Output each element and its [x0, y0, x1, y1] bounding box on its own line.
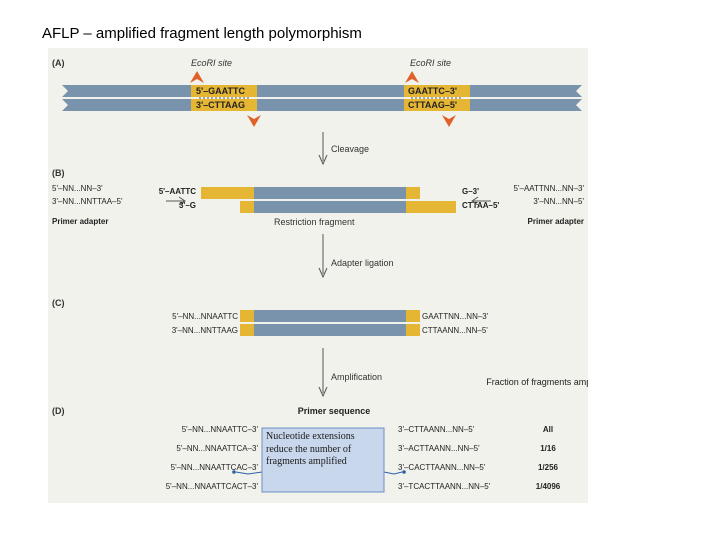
dna-bottom-strand — [62, 99, 582, 111]
ligated-top-right-seq: GAATTNN...NN–3' — [422, 312, 489, 321]
site-1-top-seq: 5'–GAATTC — [196, 86, 245, 96]
primer-left-row: 5'–NN...NNAATTCAC–3' — [171, 463, 259, 472]
restriction-fragment-caption: Restriction fragment — [274, 217, 355, 227]
primer-left-rows: 5'–NN...NNAATTC–3' 5'–NN...NNAATTCA–3' 5… — [166, 425, 259, 491]
slide-title: AFLP – amplified fragment length polymor… — [42, 25, 362, 42]
fraction-value: All — [543, 425, 553, 434]
primer-sequence-heading: Primer sequence — [298, 406, 371, 416]
fragment-bottom-left-seq: 3'–G — [179, 201, 196, 210]
right-adapter-bottom: 3'–NN...NN–5' — [533, 197, 584, 206]
site-1-bottom-seq: 3'–CTTAAG — [196, 100, 245, 110]
panel-a-label: (A) — [52, 58, 65, 68]
primer-right-row: 3'–CACTTAANN...NN–5' — [398, 463, 486, 472]
step-arrow-amplification — [318, 348, 328, 398]
dna-top-strand — [62, 85, 582, 97]
left-adapter-caption: Primer adapter — [52, 217, 108, 226]
restriction-fragment — [201, 187, 456, 213]
ligated-bottom-left-seq: 3'–NN...NNTTAAG — [172, 326, 238, 335]
primer-left-row: 5'–NN...NNAATTCACT–3' — [166, 482, 259, 491]
note-leader-right — [383, 471, 403, 475]
fragment-top-right-seq: G–3' — [462, 187, 479, 196]
nucleotide-extension-note: Nucleotide extensions reduce the number … — [232, 427, 406, 493]
fragment-sticky-end-right — [406, 201, 456, 213]
panel-d-label: (D) — [52, 406, 65, 416]
step-arrow-ligation — [318, 234, 328, 279]
site-1-bottom — [191, 99, 257, 111]
left-adapter-bottom: 3'–NN...NNTTAA–5' — [52, 197, 123, 206]
ligated-bottom-right-seq: CTTAANN...NN–5' — [422, 326, 488, 335]
note-box — [261, 427, 385, 493]
fragment-top-left-seq: 5'–AATTC — [159, 187, 197, 196]
cut-arrows — [190, 71, 456, 127]
fragment-bottom-right-seq: CTTAA–5' — [462, 201, 499, 210]
cut-arrow-icon — [190, 71, 204, 83]
down-arrow-icon — [318, 386, 328, 398]
note-leader-left — [235, 471, 263, 475]
step-arrow-cleavage — [318, 132, 328, 166]
fraction-value: 1/4096 — [536, 482, 561, 491]
primer-right-row: 3'–CTTAANN...NN–5' — [398, 425, 475, 434]
panel-a-dna — [62, 85, 582, 111]
panel-c-label: (C) — [52, 298, 65, 308]
step-cleavage-label: Cleavage — [331, 144, 369, 154]
primer-right-rows: 3'–CTTAANN...NN–5' 3'–ACTTAANN...NN–5' 3… — [398, 425, 491, 491]
note-text: Nucleotide extensions reduce the number … — [266, 431, 355, 467]
left-adapter-top: 5'–NN...NN–3' — [52, 184, 103, 193]
ecori-site-2-label: EcoRI site — [410, 58, 451, 68]
right-arrow-icon — [166, 196, 186, 206]
fragment-top-strand — [254, 187, 406, 199]
primer-left-row: 5'–NN...NNAATTC–3' — [182, 425, 259, 434]
down-arrow-icon — [318, 154, 328, 166]
primer-right-row: 3'–TCACTTAANN...NN–5' — [398, 482, 491, 491]
fraction-value: 1/16 — [540, 444, 556, 453]
aflp-diagram: (A) EcoRI site EcoRI site 5'–GAATTC 3'–C… — [52, 58, 588, 493]
ligated-fragment — [240, 310, 420, 336]
primer-right-row: 3'–ACTTAANN...NN–5' — [398, 444, 480, 453]
fragment-bottom-strand — [254, 201, 406, 213]
right-adapter-top: 5'–AATTNN...NN–3' — [514, 184, 585, 193]
ligated-top-left-seq: 5'–NN...NNAATTC — [172, 312, 238, 321]
cut-arrow-icon — [405, 71, 419, 83]
fragment-sticky-end-left — [201, 187, 254, 199]
down-arrow-icon — [318, 267, 328, 279]
cut-arrow-icon — [442, 115, 456, 127]
primer-left-row: 5'–NN...NNAATTCA–3' — [176, 444, 258, 453]
fraction-heading: Fraction of fragments amplified — [486, 377, 588, 387]
aflp-figure: (A) EcoRI site EcoRI site 5'–GAATTC 3'–C… — [48, 48, 588, 503]
fraction-values: All 1/16 1/256 1/4096 — [536, 425, 561, 491]
fraction-value: 1/256 — [538, 463, 559, 472]
site-1-top — [191, 85, 257, 97]
cut-arrow-icon — [247, 115, 261, 127]
panel-b-label: (B) — [52, 168, 65, 178]
step-amplification-label: Amplification — [331, 372, 382, 382]
ecori-site-1-label: EcoRI site — [191, 58, 232, 68]
site-2-bottom — [404, 99, 470, 111]
site-2-bottom-seq: CTTAAG–5' — [408, 100, 457, 110]
step-ligation-label: Adapter ligation — [331, 258, 394, 268]
site-2-top-seq: GAATTC–3' — [408, 86, 457, 96]
right-adapter-caption: Primer adapter — [528, 217, 584, 226]
left-arrow-icon — [471, 196, 491, 206]
site-2-top — [404, 85, 470, 97]
